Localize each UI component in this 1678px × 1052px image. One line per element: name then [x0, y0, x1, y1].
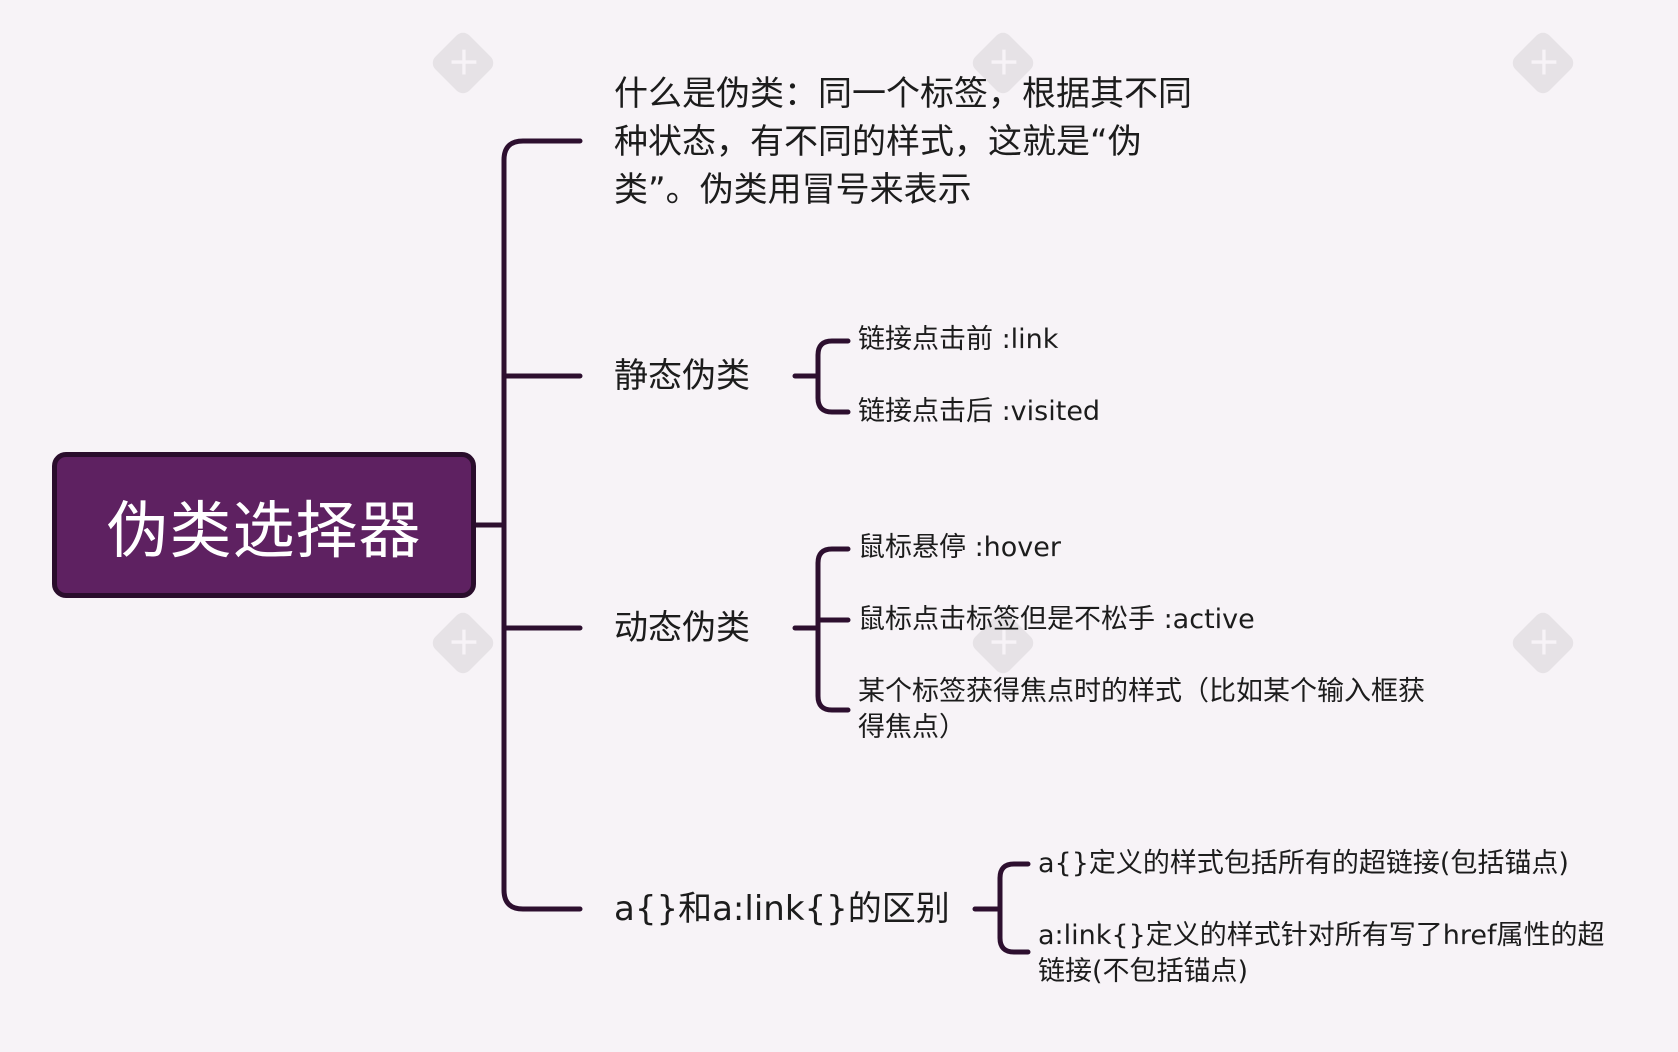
watermark-icon: ✕	[399, 579, 526, 706]
branch-dynamic-pseudo-class[interactable]: 动态伪类	[614, 604, 750, 652]
subtopic-link[interactable]: 链接点击前 :link	[858, 322, 1058, 358]
subtopic-active[interactable]: 鼠标点击标签但是不松手 :active	[858, 602, 1255, 638]
subtopic-hover[interactable]: 鼠标悬停 :hover	[858, 530, 1061, 566]
central-topic-label: 伪类选择器	[106, 494, 422, 567]
subtopic-label: 某个标签获得焦点时的样式（比如某个输入框获得焦点）	[858, 676, 1425, 743]
branch-label: 静态伪类	[614, 356, 750, 396]
branch-static-pseudo-class[interactable]: 静态伪类	[614, 352, 750, 400]
branch-label: 动态伪类	[614, 608, 750, 648]
branch-label: a{}和a:link{}的区别	[614, 889, 950, 929]
subtopic-focus[interactable]: 某个标签获得焦点时的样式（比如某个输入框获得焦点）	[858, 674, 1448, 746]
central-topic[interactable]: 伪类选择器	[52, 452, 476, 598]
connector-spine	[501, 138, 583, 912]
subtopic-label: 鼠标悬停 :hover	[858, 532, 1062, 563]
subtopic-label: a{}定义的样式包括所有的超链接(包括锚点)	[1038, 848, 1569, 879]
branch-what-is-pseudo-class[interactable]: 什么是伪类：同一个标签，根据其不同种状态，有不同的样式，这就是“伪类”。伪类用冒…	[614, 70, 1214, 214]
watermark-icon: ✕	[399, 0, 526, 127]
subtopic-label: 链接点击后 :visited	[858, 396, 1101, 427]
subtopic-a-all-links[interactable]: a{}定义的样式包括所有的超链接(包括锚点)	[1038, 846, 1569, 882]
watermark-icon: ✕	[1479, 579, 1606, 706]
subtopic-label: 鼠标点击标签但是不松手 :active	[858, 604, 1255, 635]
subtopic-a-link-href[interactable]: a:link{}定义的样式针对所有写了href属性的超链接(不包括锚点)	[1038, 918, 1628, 990]
subtopic-label: 链接点击前 :link	[858, 324, 1059, 355]
connector-diff-bracket	[997, 861, 1031, 955]
connector-static-bracket	[815, 338, 851, 415]
connector-dynamic-bracket	[815, 546, 851, 713]
branch-label: 什么是伪类：同一个标签，根据其不同种状态，有不同的样式，这就是“伪类”。伪类用冒…	[614, 74, 1192, 210]
branch-a-vs-a-link[interactable]: a{}和a:link{}的区别	[614, 885, 950, 933]
watermark-icon: ✕	[1479, 0, 1606, 127]
subtopic-label: a:link{}定义的样式针对所有写了href属性的超链接(不包括锚点)	[1038, 920, 1605, 987]
subtopic-visited[interactable]: 链接点击后 :visited	[858, 394, 1100, 430]
